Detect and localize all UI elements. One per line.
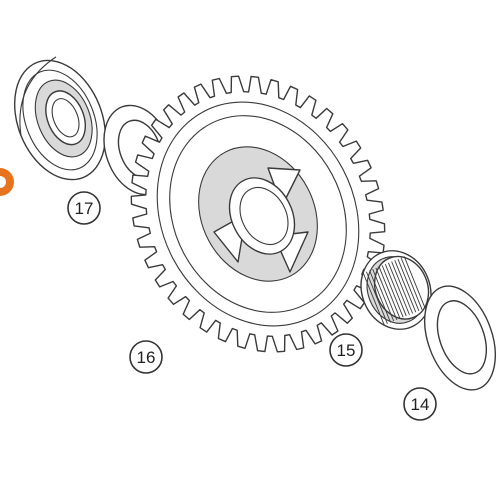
thrust-washer-14	[424, 285, 496, 391]
needle-roller	[381, 265, 404, 318]
ball-bearing	[13, 56, 107, 181]
callout-14: 14	[403, 387, 437, 421]
needle-roller	[388, 262, 410, 315]
needle-bearing-15	[360, 250, 432, 330]
needle-roller	[400, 257, 423, 310]
needle-roller	[397, 258, 420, 312]
needle-roller	[365, 271, 388, 324]
idler-gear-16	[130, 75, 386, 353]
needle-roller	[394, 260, 417, 313]
needle-roller	[384, 263, 407, 317]
needle-roller	[375, 267, 398, 321]
needle-roller	[403, 256, 426, 309]
needle-roller	[378, 266, 401, 319]
callout-16: 16	[129, 340, 163, 374]
needle-roller	[372, 269, 395, 322]
callout-17: 17	[67, 191, 101, 225]
svg-text:17: 17	[75, 199, 94, 218]
svg-text:15: 15	[337, 341, 356, 360]
needle-roller	[391, 261, 414, 314]
svg-text:16: 16	[137, 348, 156, 367]
svg-text:14: 14	[411, 395, 430, 414]
callout-15: 15	[329, 333, 363, 367]
needle-roller	[369, 270, 391, 323]
highlight-marker[interactable]	[0, 168, 14, 196]
needle-roller	[362, 272, 385, 326]
